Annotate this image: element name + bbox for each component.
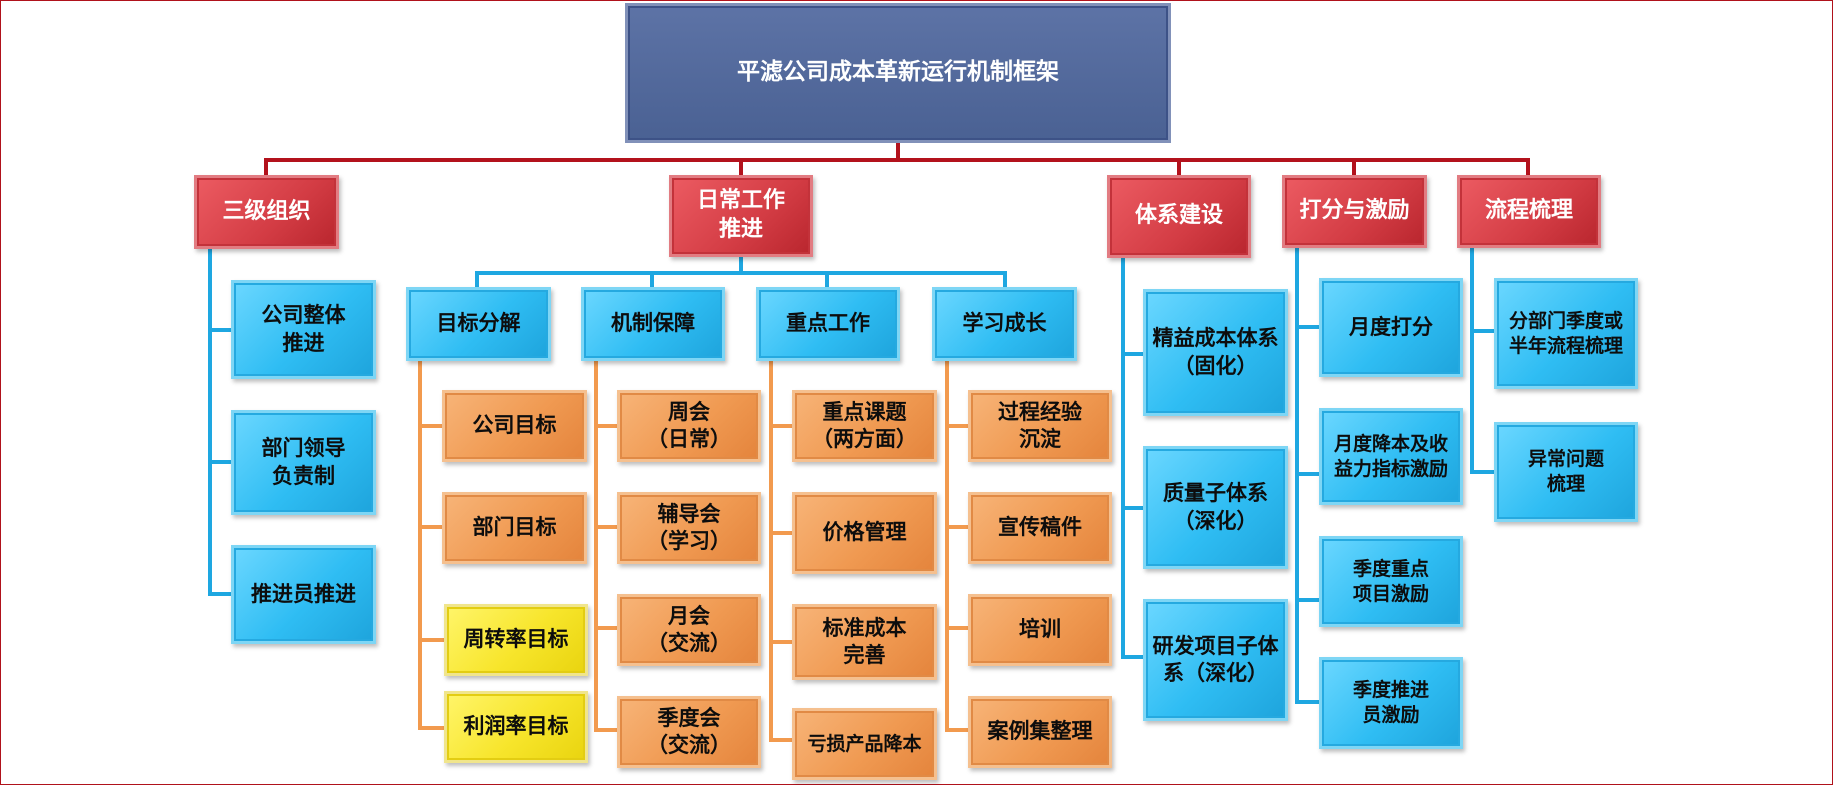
mechanism-item-quarterly: 季度会 （交流） [617,696,761,768]
category-daily-work: 日常工作 推进 [669,175,813,257]
org-item-dept-leader: 部门领导 负责制 [231,410,376,515]
mechanism-item-monthly: 月会 （交流） [617,594,761,666]
key-item-standard-cost: 标准成本 完善 [792,604,937,680]
process-item-dept-review: 分部门季度或 半年流程梳理 [1494,278,1638,389]
org-item-company: 公司整体 推进 [231,280,376,379]
system-item-quality: 质量子体系 （深化） [1143,446,1288,569]
goal-item-company: 公司目标 [442,390,587,462]
system-item-rd-project: 研发项目子体 系（深化） [1143,599,1288,721]
goal-item-profit: 利润率目标 [444,691,588,763]
daily-sub-goals: 目标分解 [406,287,551,361]
diagram-title: 平滤公司成本革新运行机制框架 [625,3,1171,143]
org-item-promoter: 推进员推进 [231,545,376,644]
daily-sub-learning: 学习成长 [932,287,1077,361]
daily-sub-mechanism: 机制保障 [581,287,725,361]
category-system-building: 体系建设 [1107,175,1251,258]
score-item-quarterly-promoter: 季度推进 员激励 [1319,657,1463,749]
blue-spines [208,246,1497,704]
mechanism-item-weekly: 周会 （日常） [617,390,761,462]
score-item-monthly: 月度打分 [1319,278,1463,377]
key-item-pricing: 价格管理 [792,492,937,574]
system-item-lean-cost: 精益成本体系 （固化） [1143,289,1288,416]
goal-item-turnover: 周转率目标 [444,604,588,676]
daily-sub-key-work: 重点工作 [756,287,900,361]
key-item-loss-products: 亏损产品降本 [792,708,937,780]
score-item-monthly-incentive: 月度降本及收 益力指标激励 [1319,408,1463,505]
category-scoring-incentive: 打分与激励 [1282,175,1427,248]
score-item-quarterly-project: 季度重点 项目激励 [1319,536,1463,627]
key-item-topics: 重点课题 （两方面） [792,390,937,462]
process-item-exceptions: 异常问题 梳理 [1494,422,1638,522]
learning-item-articles: 宣传稿件 [968,492,1112,564]
goal-item-department: 部门目标 [442,492,587,564]
orange-spines [418,358,972,742]
learning-item-case-collection: 案例集整理 [968,696,1112,768]
top-connectors [264,142,1530,178]
daily-sub-connectors [475,254,1007,290]
mechanism-item-coaching: 辅导会 （学习） [617,492,761,564]
learning-item-training: 培训 [968,594,1112,666]
learning-item-experience: 过程经验 沉淀 [968,390,1112,462]
category-three-level-org: 三级组织 [194,175,339,249]
category-process-review: 流程梳理 [1457,175,1601,248]
